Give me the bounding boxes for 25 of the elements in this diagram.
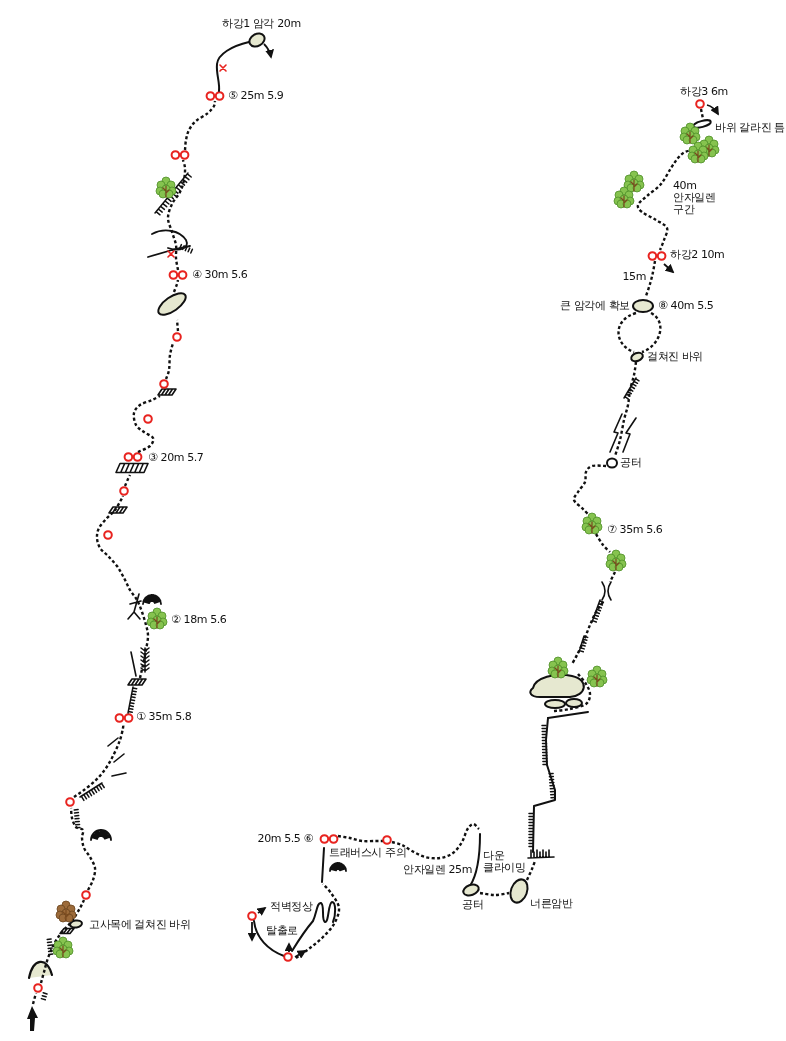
pitch-label: ③ 20m 5.7 xyxy=(148,452,204,464)
route-note: 안자일렌 25m xyxy=(403,864,472,876)
route-note: 큰 암각에 확보 xyxy=(560,300,630,312)
route-note: 40m 안자일렌 구간 xyxy=(673,180,717,216)
route-note: 공터 xyxy=(620,457,642,469)
route-note: 트래버스시 주의 xyxy=(329,847,407,859)
pitch-label: ⑧ 40m 5.5 xyxy=(658,300,714,312)
pitch-label: ① 35m 5.8 xyxy=(136,711,192,723)
pitch-label: ⑤ 25m 5.9 xyxy=(228,90,284,102)
route-note: 걸쳐진 바위 xyxy=(647,351,704,363)
pitch-label: ② 18m 5.6 xyxy=(171,614,227,626)
route-note: 탈출로 xyxy=(266,925,298,937)
route-note: 너른암반 xyxy=(530,898,573,910)
pitch-label: 20m 5.5 ⑥ xyxy=(257,833,313,845)
route-note: 고사목에 걸쳐진 바위 xyxy=(89,919,191,931)
pitch-label: ⑦ 35m 5.6 xyxy=(607,524,663,536)
rappel-label: 하강3 6m xyxy=(680,86,728,98)
route-note: 15m xyxy=(622,271,646,283)
pitch-label: ④ 30m 5.6 xyxy=(192,269,248,281)
route-note: 공터 xyxy=(462,899,484,911)
route-note: 바위 갈라진 틈 xyxy=(715,122,785,134)
route-note: 적벽정상 xyxy=(270,901,313,913)
route-note: 다운 클라이밍 xyxy=(483,850,527,874)
rappel-label: 하강2 10m xyxy=(670,249,725,261)
rappel-label: 하강1 암각 20m xyxy=(222,18,301,30)
